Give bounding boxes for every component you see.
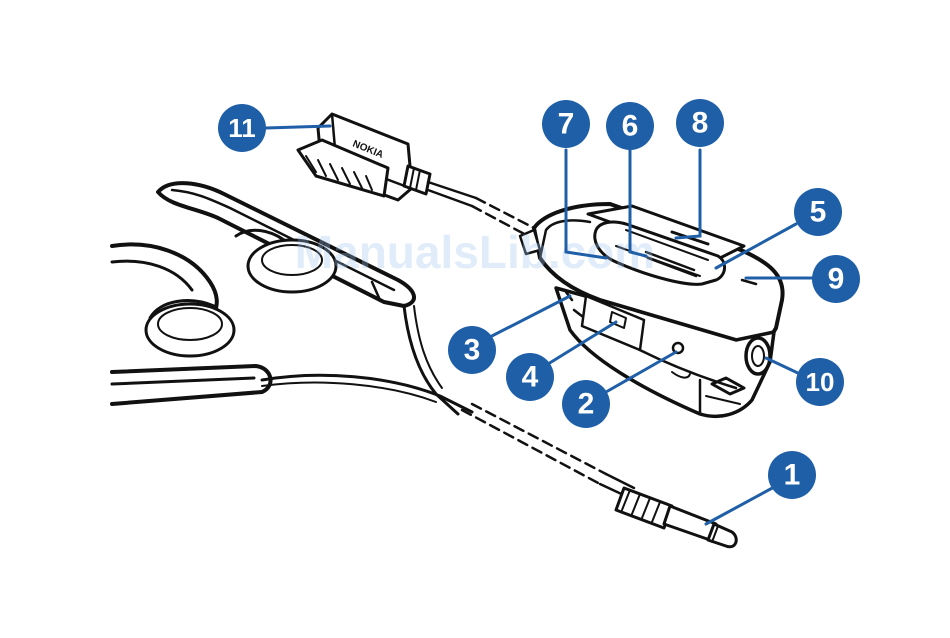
callout-6: 6 [606,102,654,150]
callout-2: 2 [562,380,610,428]
watermark: ManualsLib.com [295,226,655,278]
callout-8: 8 [676,99,724,147]
nokia-connector: NOKIA [298,114,534,236]
svg-text:1: 1 [784,459,801,492]
svg-text:7: 7 [558,108,575,141]
svg-text:5: 5 [810,196,827,229]
leader-11 [266,126,330,128]
svg-text:8: 8 [692,107,709,140]
left-earbud [146,301,234,356]
leader-10 [766,358,800,374]
callout-9: 9 [812,255,860,303]
svg-text:3: 3 [464,334,481,367]
callout-11: 11 [218,104,266,152]
svg-text:2: 2 [578,388,595,421]
svg-text:9: 9 [828,263,845,296]
leader-3 [488,296,570,338]
svg-text:11: 11 [228,113,256,143]
callout-5: 5 [794,188,842,236]
svg-text:6: 6 [622,110,639,143]
callout-7: 7 [542,100,590,148]
callout-4: 4 [506,353,554,401]
callout-3: 3 [448,326,496,374]
svg-text:4: 4 [522,361,539,394]
callout-1: 1 [768,451,816,499]
svg-text:10: 10 [806,367,835,397]
callout-10: 10 [796,358,844,406]
leader-1 [706,486,776,524]
